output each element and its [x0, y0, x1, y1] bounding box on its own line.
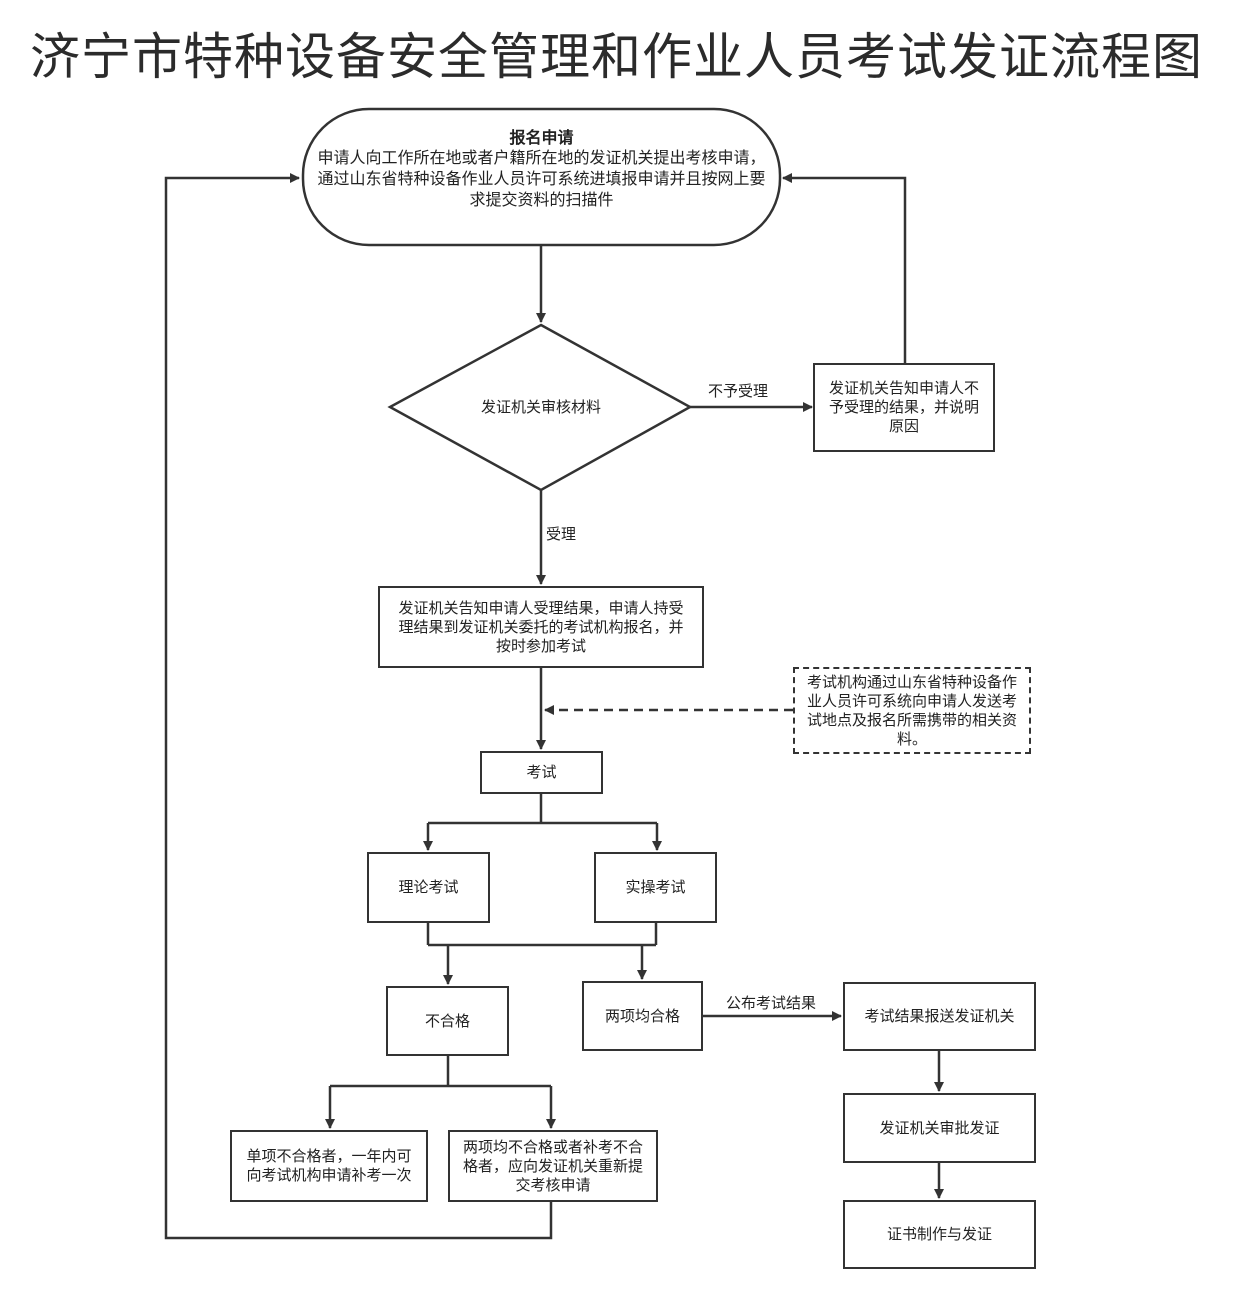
report-results-box: 考试结果报送发证机关: [843, 982, 1036, 1051]
edge-label-accepted: 受理: [546, 525, 577, 543]
theory-exam-box: 理论考试: [367, 852, 490, 923]
both-fail-text: 两项均不合格或者补考不合格者，应向发证机关重新提交考核申请: [462, 1137, 643, 1194]
both-pass-text: 两项均合格: [604, 1006, 680, 1025]
edge-reject-to-apply: [782, 173, 907, 363]
exam-notice-text: 考试机构通过山东省特种设备作业人员许可系统向申请人发送考试地点及报名所需携带的相…: [807, 672, 1018, 748]
certificate-box: 证书制作与发证: [843, 1200, 1036, 1269]
edge-label-not-accepted: 不予受理: [708, 382, 769, 400]
reject-notice-text: 发证机关告知申请人不予受理的结果，并说明原因: [829, 379, 980, 435]
apply-heading: 报名申请: [509, 128, 574, 147]
review-decision: 发证机关审核材料: [440, 392, 642, 422]
practical-exam-text: 实操考试: [625, 878, 686, 896]
exam-box: 考试: [480, 751, 603, 794]
accept-notice-box: 发证机关告知申请人受理结果，申请人持受理结果到发证机关委托的考试机构报名，并按时…: [378, 586, 704, 668]
fail-text: 不合格: [424, 1011, 470, 1030]
both-fail-box: 两项均不合格或者补考不合格者，应向发证机关重新提交考核申请: [448, 1130, 658, 1202]
single-fail-box: 单项不合格者，一年内可向考试机构申请补考一次: [230, 1130, 428, 1202]
apply-text: 申请人向工作所在地或者户籍所在地的发证机关提出考核申请，通过山东省特种设备作业人…: [317, 148, 766, 209]
both-pass-box: 两项均合格: [582, 981, 703, 1051]
apply-node: 报名申请 申请人向工作所在地或者户籍所在地的发证机关提出考核申请，通过山东省特种…: [315, 128, 768, 228]
edge-label-publish-results: 公布考试结果: [726, 994, 817, 1012]
approve-box: 发证机关审批发证: [843, 1093, 1036, 1163]
reject-notice-box: 发证机关告知申请人不予受理的结果，并说明原因: [813, 363, 995, 452]
report-results-text: 考试结果报送发证机关: [864, 1007, 1015, 1025]
fail-box: 不合格: [386, 986, 509, 1056]
exam-text: 考试: [526, 763, 557, 781]
single-fail-text: 单项不合格者，一年内可向考试机构申请补考一次: [246, 1147, 412, 1184]
theory-exam-text: 理论考试: [398, 878, 459, 896]
edge-both-fail-to-apply: [164, 173, 553, 1240]
practical-exam-box: 实操考试: [594, 852, 717, 923]
approve-text: 发证机关审批发证: [879, 1118, 1000, 1137]
review-label: 发证机关审核材料: [480, 397, 601, 416]
certificate-text: 证书制作与发证: [886, 1225, 992, 1243]
accept-notice-text: 发证机关告知申请人受理结果，申请人持受理结果到发证机关委托的考试机构报名，并按时…: [398, 598, 684, 655]
page-title: 济宁市特种设备安全管理和作业人员考试发证流程图: [30, 28, 1203, 86]
exam-notice-box: 考试机构通过山东省特种设备作业人员许可系统向申请人发送考试地点及报名所需携带的相…: [793, 667, 1031, 754]
